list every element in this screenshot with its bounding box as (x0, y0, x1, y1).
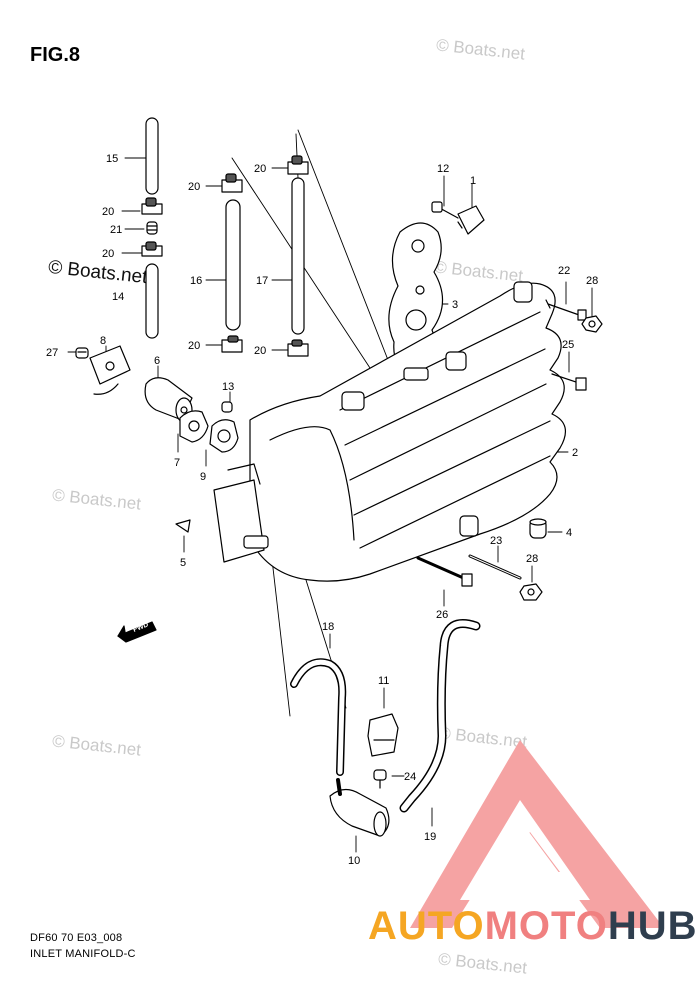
nut-28-bottom (519, 583, 543, 601)
callout-1: 1 (470, 175, 476, 187)
diagram-code: DF60 70 E03_008 (30, 932, 123, 944)
cap-5 (175, 519, 191, 533)
fwd-arrow (117, 621, 157, 643)
hose-15 (145, 117, 159, 195)
pin-13 (221, 401, 233, 413)
callout-17: 17 (256, 275, 268, 287)
callout-8: 8 (100, 335, 106, 347)
callout-26: 26 (436, 609, 448, 621)
callout-19: 19 (424, 831, 436, 843)
callout-2: 2 (572, 447, 578, 459)
brand-auto: AUTO (368, 904, 485, 948)
callout-12: 12 (437, 163, 449, 175)
callout-20: 20 (102, 206, 114, 218)
callout-10: 10 (348, 855, 360, 867)
callout-22: 22 (558, 265, 570, 277)
inlet-manifold-2 (213, 281, 567, 582)
clip-20 (141, 197, 163, 257)
bolt-22 (545, 299, 587, 321)
callout-5: 5 (180, 557, 186, 569)
callout-4: 4 (566, 527, 572, 539)
clamp-11 (367, 713, 399, 757)
gasket-7 (179, 410, 209, 443)
callout-28: 28 (526, 553, 538, 565)
callout-13: 13 (222, 381, 234, 393)
callout-20: 20 (254, 345, 266, 357)
callout-9: 9 (200, 471, 206, 483)
filter-10 (329, 778, 390, 837)
callout-15: 15 (106, 153, 118, 165)
callout-27: 27 (46, 347, 58, 359)
hose-16 (221, 173, 243, 353)
bracket-8 (89, 345, 131, 395)
plug-4 (529, 518, 547, 539)
figure-title: FIG.8 (30, 44, 81, 66)
hose-19 (399, 619, 481, 813)
joint-21 (146, 221, 158, 235)
callout-24: 24 (404, 771, 416, 783)
callout-labels: 1 2 3 4 5 6 7 8 9 10 11 12 13 14 15 16 1… (46, 153, 598, 867)
callout-20: 20 (188, 181, 200, 193)
callout-14: 14 (112, 291, 124, 303)
brand-wordmark: AUTOMOTOHUB (368, 906, 696, 946)
callout-23: 23 (490, 535, 502, 547)
hose-14 (145, 263, 159, 339)
callout-28: 28 (586, 275, 598, 287)
brand-hub: HUB (607, 904, 696, 948)
callout-20: 20 (102, 248, 114, 260)
callout-18: 18 (322, 621, 334, 633)
diagram-name: INLET MANIFOLD-C (30, 948, 136, 960)
screw-24 (373, 769, 387, 789)
screw-27 (75, 347, 89, 359)
bolt-12 (431, 201, 459, 219)
brand-logo-icon (410, 740, 664, 928)
bolt-23 (468, 554, 522, 580)
bracket-1 (457, 205, 485, 235)
callout-6: 6 (154, 355, 160, 367)
callout-3: 3 (452, 299, 458, 311)
callout-20: 20 (188, 340, 200, 352)
hose-17 (287, 155, 309, 357)
gasket-9 (209, 419, 239, 453)
callout-20: 20 (254, 163, 266, 175)
callout-25: 25 (562, 339, 574, 351)
bolt-25 (551, 373, 587, 391)
nut-28-top (581, 315, 603, 333)
hose-18 (290, 658, 347, 776)
brand-moto: MOTO (484, 904, 608, 948)
bolt-26 (416, 556, 473, 587)
callout-16: 16 (190, 275, 202, 287)
valve-6 (144, 377, 193, 423)
callout-7: 7 (174, 457, 180, 469)
callout-11: 11 (378, 675, 389, 687)
callout-21: 21 (110, 224, 122, 236)
